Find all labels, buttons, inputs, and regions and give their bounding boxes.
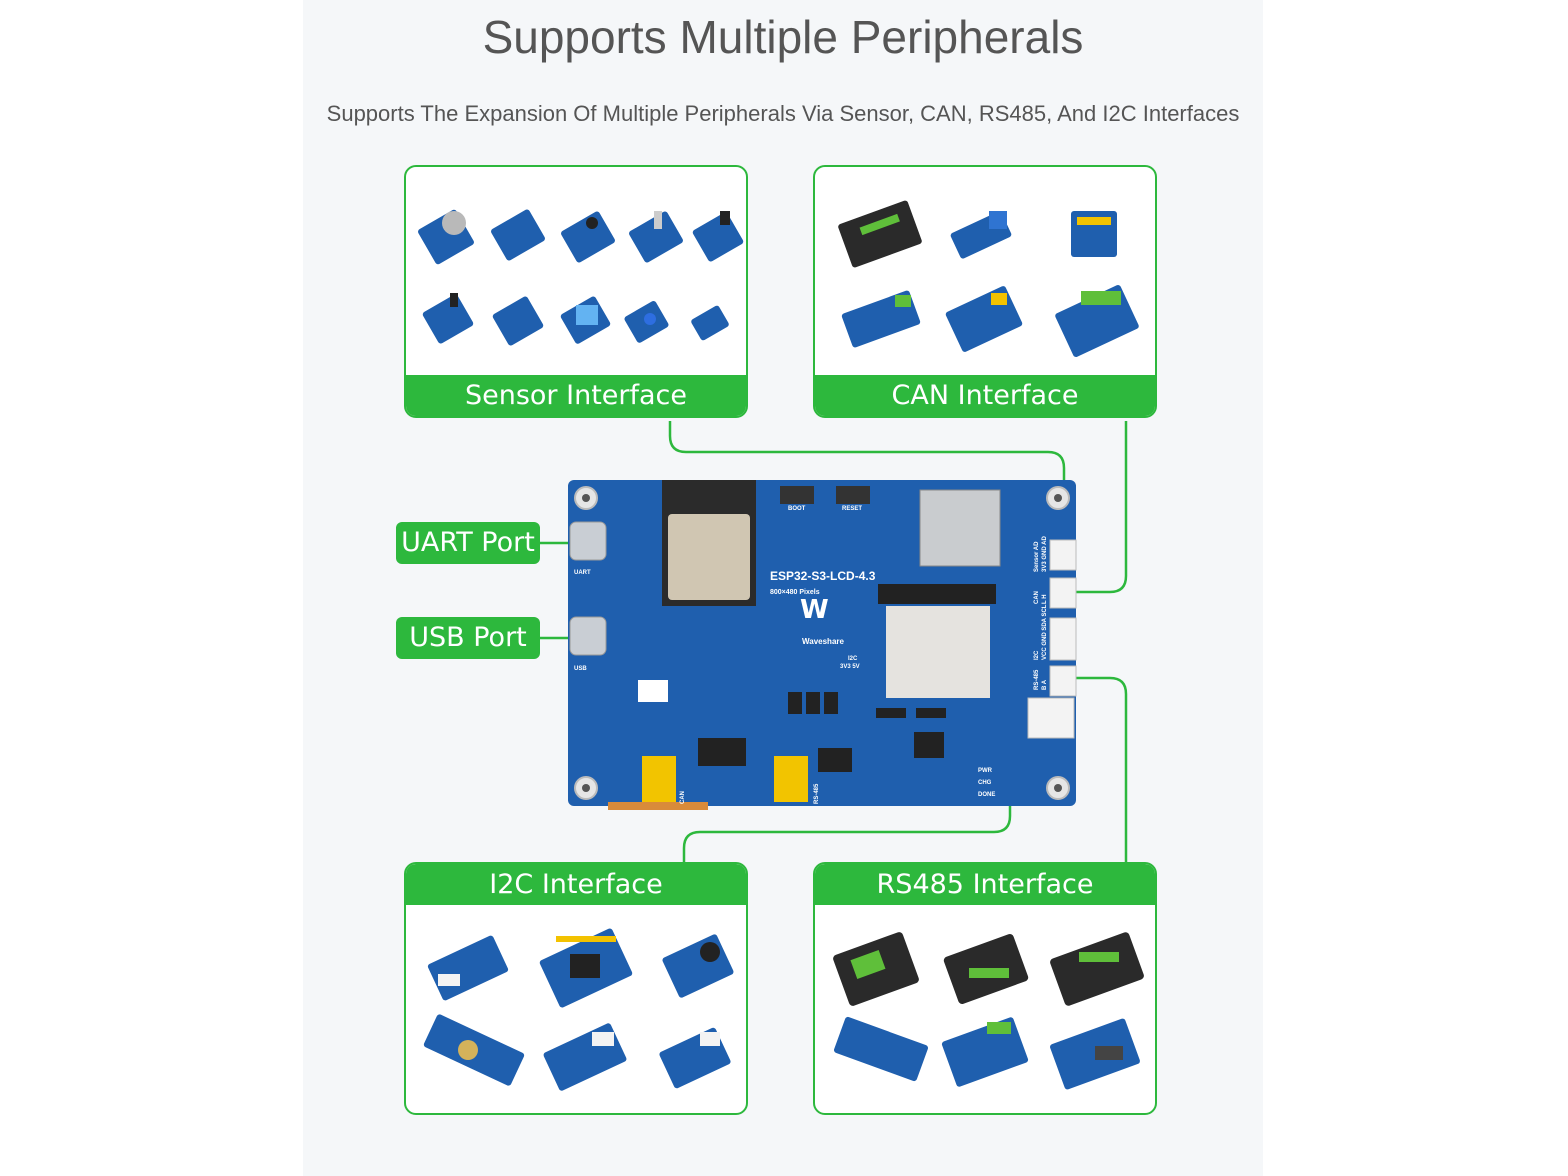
pwr-label: PWR <box>978 768 993 774</box>
i2c-voltage-label: 3V3 5V <box>840 664 860 670</box>
sensor-modules-image <box>418 209 744 346</box>
uart-port-label: UART Port <box>396 522 540 564</box>
can-pins-label: L H <box>1042 594 1048 604</box>
sensor-pins-label: 3V3 GND AD <box>1042 536 1048 572</box>
rs485-terminal <box>774 756 808 802</box>
rs485-pins-label: B A <box>1042 679 1048 690</box>
rs485-modules-image <box>833 932 1144 1090</box>
can-silk-label: CAN <box>680 791 686 804</box>
i2c-interface-label: I2C Interface <box>406 864 746 905</box>
i2c-pins-label: VCC GND SDA SCL <box>1042 604 1048 660</box>
rs485-silk-label: RS-485 <box>814 783 820 804</box>
sensor-interface-card: Sensor Interface <box>404 165 748 418</box>
can-terminal <box>642 756 676 802</box>
can-interface-label: CAN Interface <box>815 375 1155 416</box>
can-hdr-label: CAN <box>1034 591 1040 604</box>
rs485-hdr-label: RS-485 <box>1034 669 1040 690</box>
i2c-hdr-label: I2C <box>1034 650 1040 660</box>
boot-label: BOOT <box>788 506 806 512</box>
rs485-interface-card: RS485 Interface <box>813 862 1157 1115</box>
can-wire <box>1064 421 1128 594</box>
fpc-cable <box>886 606 990 698</box>
board-resolution: 800×480 Pixels <box>770 589 820 596</box>
done-label: DONE <box>978 792 995 798</box>
i2c-silk-label: I2C <box>848 656 858 662</box>
sd-card-slot <box>919 489 1001 567</box>
usb-port-label: USB Port <box>396 617 540 659</box>
i2c-interface-card: I2C Interface <box>404 862 748 1115</box>
uart-usb-c-connector <box>569 521 607 561</box>
reset-label: RESET <box>842 506 862 512</box>
sensor-ad-label: Sensor AD <box>1034 541 1040 572</box>
uart-silk-label: UART <box>574 570 591 576</box>
rs485-interface-label: RS485 Interface <box>815 864 1155 905</box>
sensor-interface-label: Sensor Interface <box>406 375 746 416</box>
usb-c-connector <box>569 616 607 656</box>
board-brand: Waveshare <box>802 637 845 646</box>
svg-text:W: W <box>800 595 829 625</box>
chg-label: CHG <box>978 780 992 786</box>
page-title: Supports Multiple Peripherals <box>482 11 1084 63</box>
sensor-wire <box>668 421 1066 553</box>
board-name: ESP32-S3-LCD-4.3 <box>770 569 876 583</box>
page-subtitle: Supports The Expansion Of Multiple Perip… <box>326 101 1240 126</box>
rs485-wire <box>1064 676 1128 862</box>
usb-silk-label: USB <box>574 666 587 672</box>
i2c-modules-image <box>423 928 734 1091</box>
can-interface-card: CAN Interface <box>813 165 1157 418</box>
can-modules-image <box>838 200 1139 357</box>
esp32-board: W ESP32-S3-LCD-4.3 800×480 Pixels Wavesh… <box>568 480 1077 810</box>
